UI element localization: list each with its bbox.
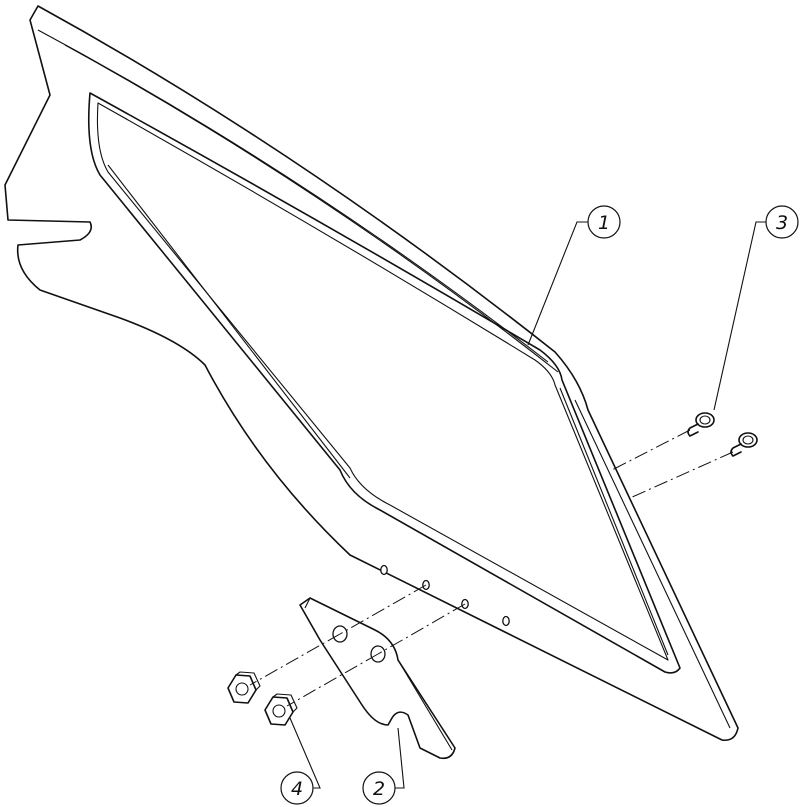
part-1-panel xyxy=(4,5,739,742)
callout-1-label: 1 xyxy=(598,212,610,234)
callout-1: 1 xyxy=(587,205,621,239)
callout-2-label: 2 xyxy=(373,778,385,800)
callout-2: 2 xyxy=(362,771,396,805)
part-3-screws xyxy=(687,412,758,457)
callout-4: 4 xyxy=(280,771,314,805)
part-2-bracket xyxy=(299,597,456,760)
nut-lower xyxy=(264,693,298,726)
screw-lower xyxy=(730,432,758,457)
callout-3-label: 3 xyxy=(776,212,788,234)
leader-lines xyxy=(289,221,766,789)
assembly-axes xyxy=(249,429,734,707)
part-4-nuts xyxy=(227,671,298,726)
screw-upper xyxy=(687,412,715,437)
callout-3: 3 xyxy=(765,205,799,239)
nut-upper xyxy=(227,671,261,704)
callout-4-label: 4 xyxy=(291,778,303,800)
